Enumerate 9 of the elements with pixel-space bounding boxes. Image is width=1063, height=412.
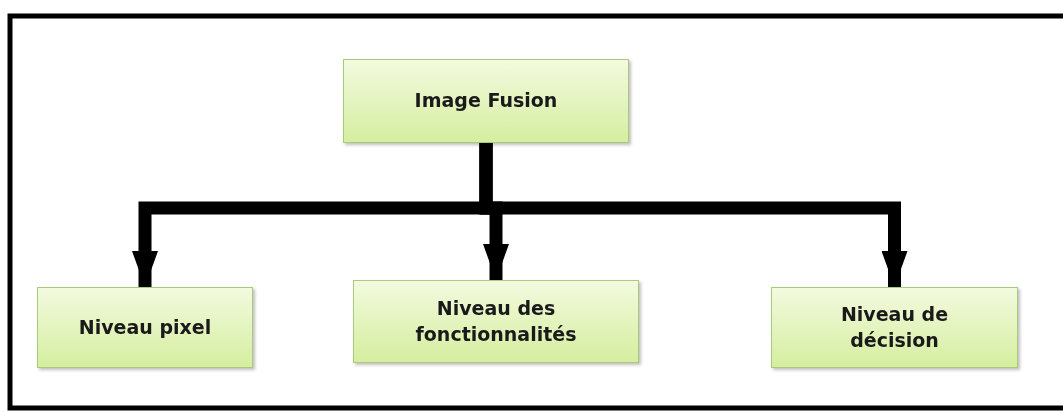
process-box bbox=[771, 287, 1018, 368]
process-box bbox=[353, 280, 639, 363]
box-label: Niveau des fonctionnalités bbox=[414, 295, 578, 347]
box-label: Niveau pixel bbox=[78, 314, 212, 340]
process-box bbox=[37, 287, 253, 368]
process-box bbox=[343, 59, 629, 143]
arrow bbox=[479, 143, 908, 287]
box-label: Niveau de décision bbox=[839, 301, 950, 353]
box-label: Image Fusion bbox=[414, 88, 558, 114]
